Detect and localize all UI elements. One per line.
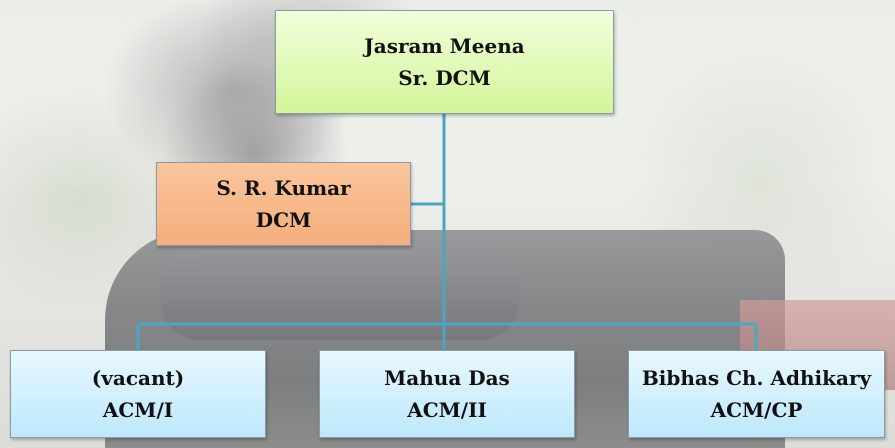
node-acm-2-title: ACM/II	[407, 398, 487, 422]
node-sr-dcm-title: Sr. DCM	[398, 66, 491, 90]
node-acm-cp: Bibhas Ch. Adhikary ACM/CP	[628, 350, 885, 438]
node-acm-cp-title: ACM/CP	[710, 398, 803, 422]
node-dcm-title: DCM	[255, 208, 312, 232]
node-acm-1-name: (vacant)	[91, 366, 185, 390]
node-sr-dcm: Jasram Meena Sr. DCM	[275, 10, 614, 114]
node-acm-cp-name: Bibhas Ch. Adhikary	[641, 366, 872, 390]
node-acm-2: Mahua Das ACM/II	[319, 350, 575, 438]
node-acm-1-title: ACM/I	[102, 398, 174, 422]
node-sr-dcm-name: Jasram Meena	[364, 34, 525, 58]
node-acm-2-name: Mahua Das	[384, 366, 510, 390]
node-dcm: S. R. Kumar DCM	[156, 162, 411, 246]
node-acm-1: (vacant) ACM/I	[10, 350, 266, 438]
node-dcm-name: S. R. Kumar	[216, 176, 351, 200]
